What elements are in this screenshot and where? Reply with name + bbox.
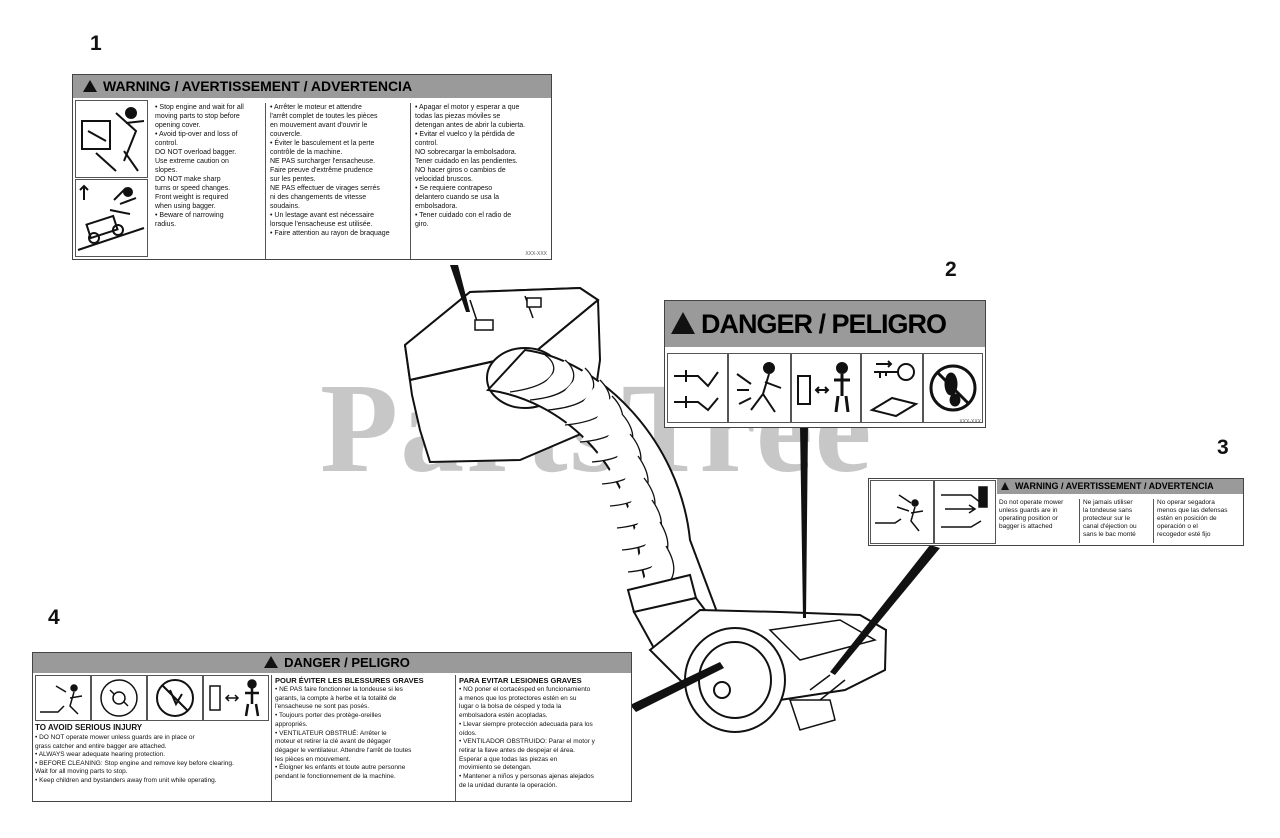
label-3-header: WARNING / AVERTISSEMENT / ADVERTENCIA	[997, 479, 1243, 494]
hand-in-chute-icon	[75, 100, 148, 178]
callout-4: 4	[48, 606, 60, 629]
keep-distance-icon	[203, 675, 269, 721]
label-4-spanish-text: • NO poner el cortacésped en funcionamie…	[459, 686, 595, 789]
label-4-english-text: • DO NOT operate mower unless guards are…	[35, 734, 234, 784]
callout-1: 1	[90, 32, 102, 55]
warning-label-1: WARNING / AVERTISSEMENT / ADVERTENCIA • …	[72, 74, 552, 260]
label-1-part-code: XXX-XXX	[525, 251, 547, 257]
label-1-header: WARNING / AVERTISSEMENT / ADVERTENCIA	[73, 75, 551, 98]
label-1-spanish-text: • Apagar el motor y esperar a que todas …	[415, 104, 526, 228]
label-4-french-text: • NE PAS faire fonctionner la tondeuse s…	[275, 686, 412, 781]
tipover-slope-icon	[75, 179, 148, 257]
danger-triangle-icon	[264, 656, 279, 668]
chute-guard-icon	[934, 480, 996, 544]
label-2-header: DANGER / PELIGRO	[665, 301, 985, 347]
label-1-french-text: • Arrêter le moteur et attendre l'arrêt …	[270, 103, 411, 259]
thrown-objects-icon	[728, 353, 791, 423]
warning-triangle-icon	[1001, 482, 1009, 490]
thrown-objects-icon	[35, 675, 91, 721]
warning-triangle-icon	[83, 80, 97, 92]
label-2-part-code: XXX-XXX	[959, 419, 981, 425]
remove-key-manual-icon	[861, 353, 923, 423]
callout-2: 2	[945, 258, 957, 281]
warning-label-3: WARNING / AVERTISSEMENT / ADVERTENCIA Do…	[868, 478, 1244, 546]
label-4-french-title: POUR ÉVITER LES BLESSURES GRAVES	[275, 676, 424, 685]
no-foot-icon	[923, 353, 983, 423]
danger-label-2: DANGER / PELIGRO XXX-XXX	[664, 300, 986, 428]
callout-3: 3	[1217, 436, 1229, 459]
label-4-divider	[455, 675, 456, 801]
label-3-spanish-text: No operar segadora menos que las defensa…	[1157, 499, 1228, 538]
deflector-danger-icon	[870, 480, 934, 544]
label-4-english-title: TO AVOID SERIOUS INJURY	[35, 723, 143, 732]
label-4-spanish-title: PARA EVITAR LESIONES GRAVES	[459, 676, 582, 685]
leader-2	[800, 425, 808, 618]
label-3-english-text: Do not operate mower unless guards are i…	[999, 499, 1080, 543]
label-4-divider	[271, 675, 272, 801]
leader-4	[630, 662, 724, 712]
label-4-header: DANGER / PELIGRO	[33, 653, 631, 673]
hand-crush-icon	[667, 353, 728, 423]
keep-distance-icon	[791, 353, 861, 423]
danger-triangle-icon	[671, 312, 695, 334]
leader-1	[450, 265, 470, 312]
label-3-french-text: Ne jamais utiliser la tondeuse sans prot…	[1083, 499, 1154, 543]
no-hand-fan-icon	[147, 675, 203, 721]
label-4-header-text: DANGER / PELIGRO	[284, 655, 410, 670]
label-1-header-text: WARNING / AVERTISSEMENT / ADVERTENCIA	[103, 78, 413, 94]
hearing-protection-icon	[91, 675, 147, 721]
label-2-header-text: DANGER / PELIGRO	[701, 309, 947, 339]
label-3-header-text: WARNING / AVERTISSEMENT / ADVERTENCIA	[1015, 481, 1214, 491]
danger-label-4: DANGER / PELIGRO TO AVOID SERIOUS INJURY…	[32, 652, 632, 802]
leader-3	[830, 545, 940, 675]
label-1-english-text: • Stop engine and wait for all moving pa…	[155, 103, 266, 259]
